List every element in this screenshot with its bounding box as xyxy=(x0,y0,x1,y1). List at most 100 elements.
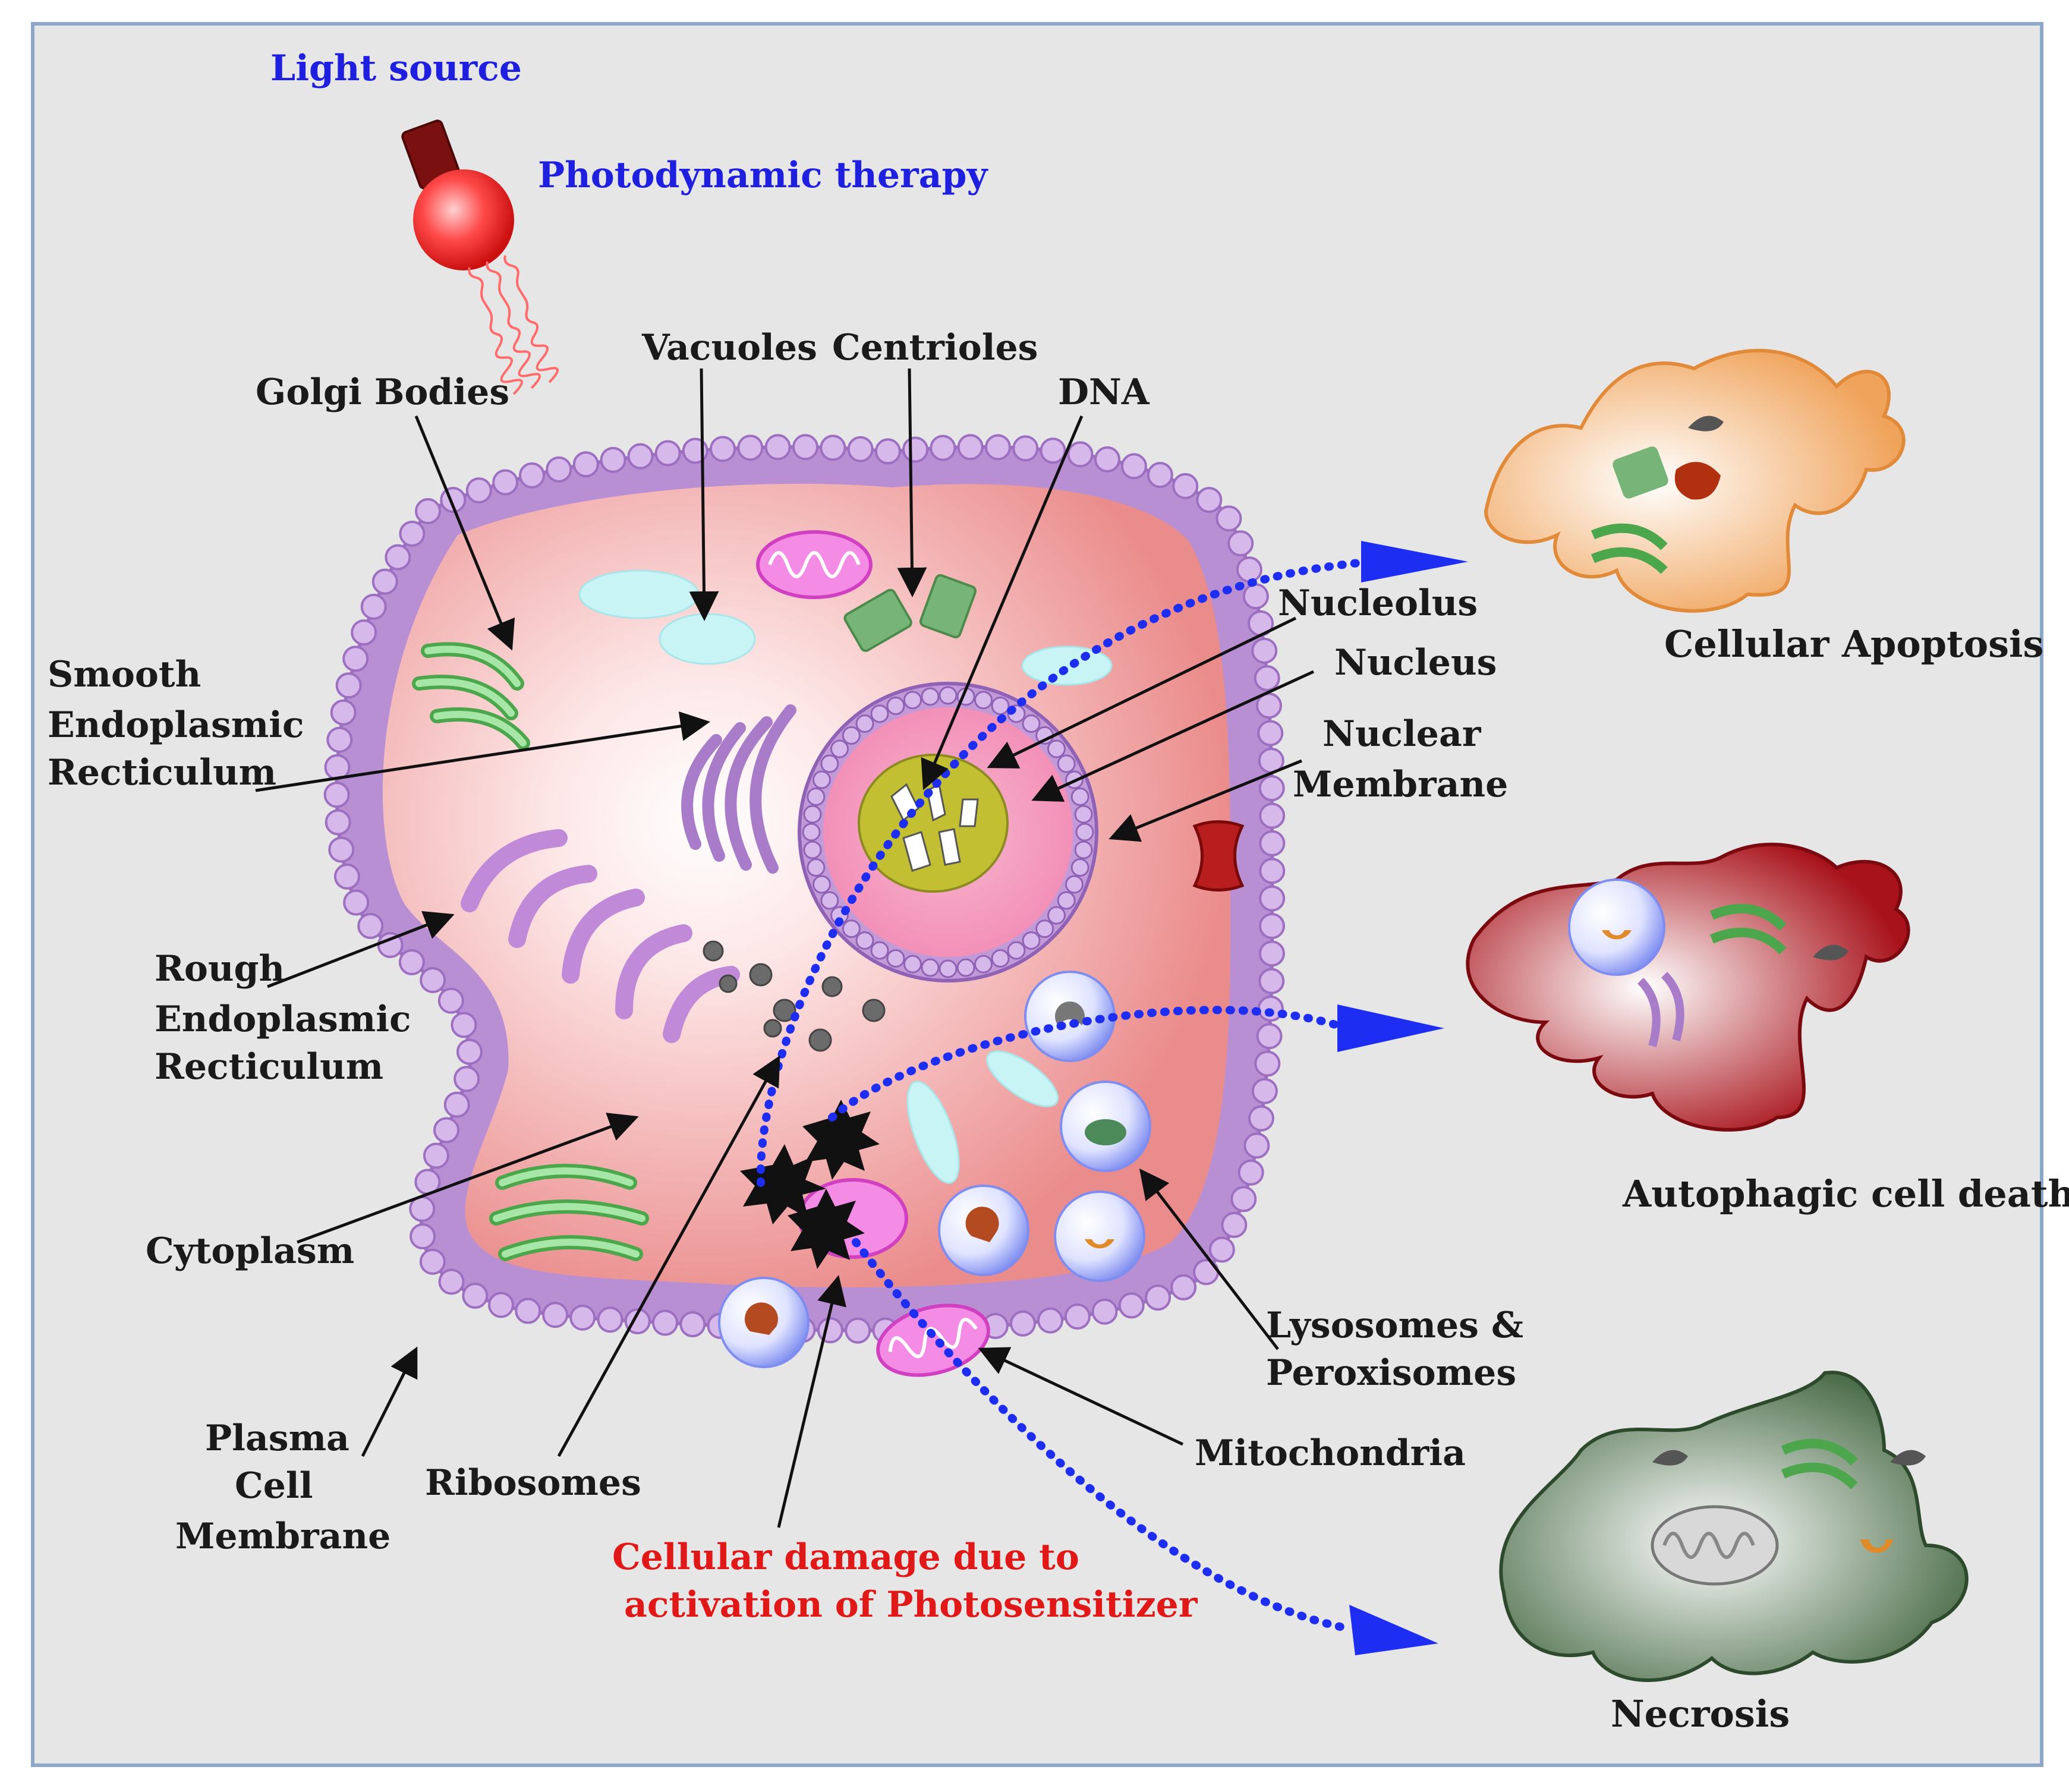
membrane-bead xyxy=(957,434,984,461)
membrane-bead xyxy=(342,645,369,672)
membrane-bead xyxy=(415,498,441,524)
leader-arrows xyxy=(255,368,1315,1528)
nuclear-bead xyxy=(1047,739,1066,758)
nuclear-bead xyxy=(803,840,822,859)
nuclear-bead xyxy=(1070,858,1089,877)
membrane-bead xyxy=(847,436,874,462)
membrane-bead xyxy=(1172,473,1199,499)
membrane-bead xyxy=(462,1283,489,1309)
membrane-bead xyxy=(1243,1132,1270,1159)
smooth-er-label-2: Endoplasmic xyxy=(48,704,304,746)
nuclear-bead xyxy=(820,754,839,773)
damage-label-2: activation of Photosensitizer xyxy=(624,1584,1198,1626)
nuclear-bead xyxy=(803,805,822,824)
membrane-bead xyxy=(1193,1259,1220,1286)
membrane-bead xyxy=(820,434,846,461)
autophagic-label: Autophagic cell death xyxy=(1622,1172,2069,1215)
membrane-bead xyxy=(1091,1298,1118,1325)
smooth-er-label-3: Recticulum xyxy=(48,752,276,793)
nuclear-bead xyxy=(939,686,958,705)
membrane-bead xyxy=(371,568,398,595)
membrane-bead xyxy=(1256,1023,1283,1050)
necrosis-label: Necrosis xyxy=(1611,1692,1790,1736)
membrane-bead xyxy=(930,434,956,461)
membrane-bead xyxy=(652,1309,679,1336)
necrosis-cell xyxy=(1499,1371,1969,1682)
membrane-bead xyxy=(1242,583,1269,610)
nuclear-bead xyxy=(974,691,993,710)
dna xyxy=(890,783,979,872)
membrane-bead xyxy=(437,987,464,1014)
nuclear-bead xyxy=(903,691,922,710)
dna-label: DNA xyxy=(1058,371,1150,413)
membrane-bead xyxy=(737,434,764,461)
nuclear-bead xyxy=(991,697,1010,716)
nuclear-bead xyxy=(1035,919,1054,938)
nuclear-bead xyxy=(1022,714,1041,733)
membrane-bead xyxy=(456,1038,483,1065)
light-bulb-icon xyxy=(401,119,514,270)
membrane-bead xyxy=(410,1223,436,1250)
nuclear-bead xyxy=(991,949,1010,968)
nuclear-membrane-label-1: Nuclear xyxy=(1322,713,1482,755)
membrane-bead xyxy=(1230,1186,1257,1212)
golgi-label: Golgi Bodies xyxy=(256,371,509,413)
membrane-bead xyxy=(323,782,350,808)
membrane-bead xyxy=(1147,462,1173,489)
membrane-bead xyxy=(817,1317,843,1344)
membrane-bead xyxy=(1259,912,1286,939)
rough-er-label-2: Endoplasmic xyxy=(155,999,411,1040)
membrane-bead xyxy=(519,462,546,489)
plasma-label-2: Cell xyxy=(235,1465,313,1507)
nucleolus xyxy=(858,754,1009,893)
membrane-bead xyxy=(542,1302,569,1328)
nuclear-bead xyxy=(1075,823,1094,842)
membrane-bead xyxy=(1145,1284,1172,1311)
membrane-bead xyxy=(360,593,387,620)
vacuoles-label: Vacuoles xyxy=(641,327,817,369)
nuclear-bead xyxy=(886,949,905,968)
mitochondria-label: Mitochondria xyxy=(1195,1432,1466,1474)
membrane-bead xyxy=(433,1117,460,1144)
membrane-bead xyxy=(1067,441,1094,468)
membrane-bead xyxy=(492,469,519,496)
membrane-bead xyxy=(1236,556,1262,583)
rough-er-label-3: Recticulum xyxy=(155,1046,383,1088)
nuclear-bead xyxy=(870,704,889,723)
nuclear-bead xyxy=(807,787,826,806)
plasma-label-3: Membrane xyxy=(175,1516,391,1557)
nuclear-bead xyxy=(974,955,993,974)
membrane-bead xyxy=(985,434,1012,461)
rough-er xyxy=(461,829,740,1043)
nuclear-bead xyxy=(939,959,958,978)
membrane-bead xyxy=(679,1311,706,1338)
membrane-bead xyxy=(1256,692,1283,719)
nuclear-bead xyxy=(1074,805,1093,824)
membrane-bead xyxy=(1258,968,1285,994)
ribosomes xyxy=(703,940,886,1052)
membrane-bead xyxy=(515,1297,541,1324)
membrane-bead xyxy=(335,672,362,699)
membrane-bead xyxy=(398,949,425,975)
nuclear-bead xyxy=(842,919,861,938)
smooth-er-label-1: Smooth xyxy=(48,654,201,695)
membrane-bead xyxy=(351,619,377,646)
membrane-bead xyxy=(443,1091,470,1118)
nuclear-bead xyxy=(1007,941,1026,960)
rough-er-label-1: Rough xyxy=(155,948,285,990)
nuclear-bead xyxy=(807,858,826,877)
nuclear-bead xyxy=(1047,906,1066,925)
membrane-bead xyxy=(1221,1211,1248,1238)
nucleus xyxy=(798,682,1098,982)
nuclear-bead xyxy=(1070,787,1089,806)
vacuoles xyxy=(578,569,1113,1184)
membrane-bead xyxy=(546,456,572,483)
membrane-bead xyxy=(902,436,929,463)
nuclear-bead xyxy=(855,931,874,950)
centrioles xyxy=(843,574,977,652)
centrioles-label: Centrioles xyxy=(832,327,1038,369)
membrane-bead xyxy=(627,443,654,470)
light-ray-icon xyxy=(468,255,559,395)
membrane-bead xyxy=(1037,1307,1064,1334)
